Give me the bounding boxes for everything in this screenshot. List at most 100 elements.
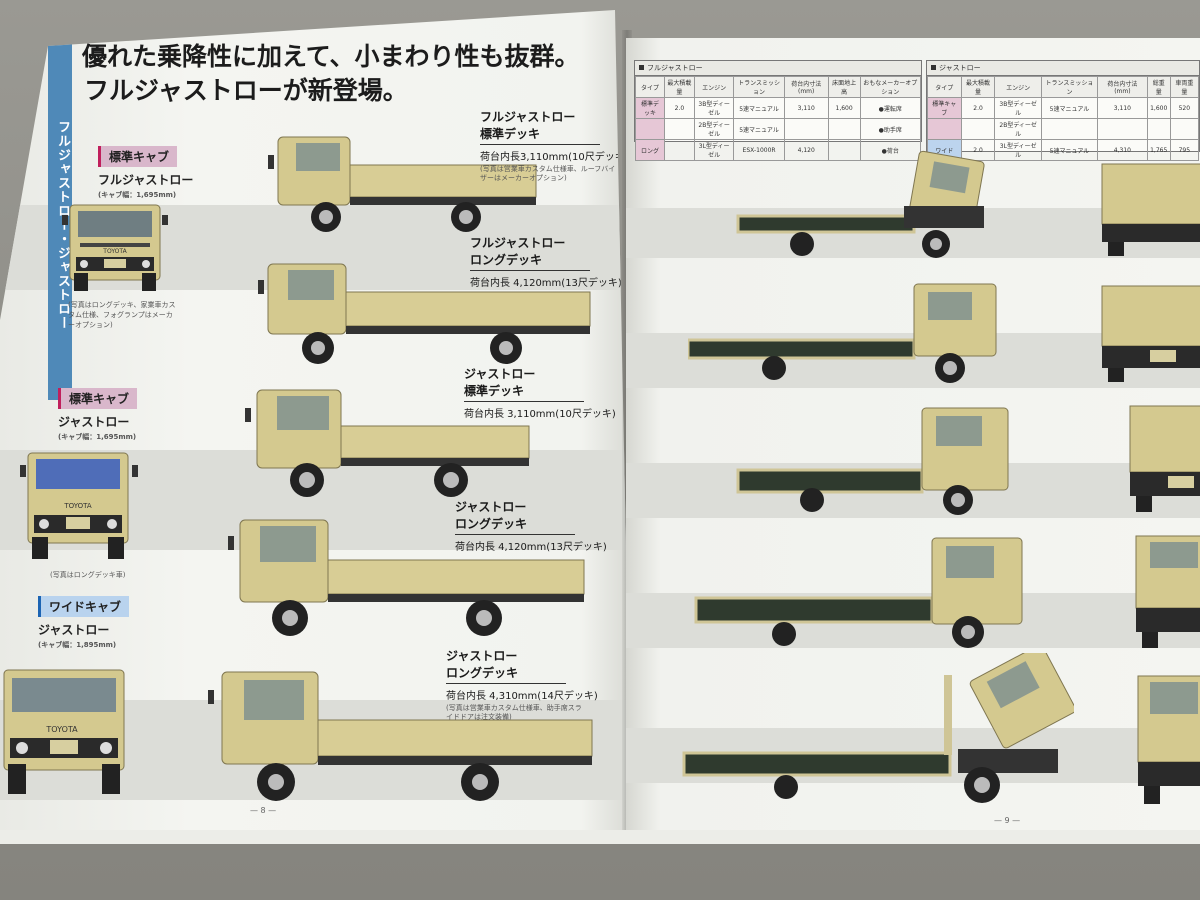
table-cell: 795 bbox=[1169, 139, 1200, 161]
model-series: フルジャストロー bbox=[480, 110, 576, 124]
rear-view-truck-5 bbox=[682, 653, 1074, 803]
headline-line-2: フルジャストローが新登場。 bbox=[84, 76, 408, 105]
table-cell bbox=[960, 118, 996, 140]
rear-view-truck-1 bbox=[736, 150, 985, 258]
cab-model-name: ジャストロー bbox=[38, 623, 110, 637]
table-row: 標準キャブ 2.0 3B型ディーゼル 5速マニュアル 3,110 1,600 5… bbox=[927, 97, 1200, 119]
side-view-truck-4 bbox=[228, 519, 585, 636]
table-cell: 3B型ディーゼル bbox=[994, 97, 1042, 119]
column-header: タイプ bbox=[635, 76, 665, 98]
cab-type-tag: ワイドキャブ bbox=[38, 596, 130, 617]
table-cell: ロング bbox=[635, 139, 665, 161]
table-cell: 3,110 bbox=[783, 97, 829, 119]
photo-note: (写真はロングデッキ車) bbox=[50, 571, 126, 579]
table-row: 標準デッキ 2.0 3B型ディーゼル 5速マニュアル 3,110 1,600 ●… bbox=[635, 97, 921, 119]
cab-group-label: ワイドキャブ ジャストロー (キャブ幅：1,895mm) bbox=[38, 596, 130, 650]
model-deck: ロングデッキ bbox=[470, 251, 590, 271]
spec-table-title: フルジャストロー bbox=[635, 61, 921, 76]
column-header: トランスミッション bbox=[1040, 76, 1099, 98]
table-cell: 520 bbox=[1169, 97, 1200, 119]
front-view-partial-4 bbox=[1135, 535, 1200, 648]
table-cell bbox=[827, 118, 861, 140]
table-cell: ●荷台 bbox=[859, 139, 921, 161]
table-cell: 標準デッキ bbox=[635, 97, 665, 119]
model-deck: ロングデッキ bbox=[446, 664, 566, 684]
table-cell bbox=[663, 139, 695, 161]
table-cell: 5速マニュアル bbox=[1040, 97, 1099, 119]
table-cell: 1,765 bbox=[1146, 139, 1171, 161]
column-header: 最大積載量 bbox=[663, 76, 695, 98]
cab-model-name: ジャストロー bbox=[58, 415, 130, 429]
table-row: ロング 3L型ディーゼル ESX-1000R 4,120 ●荷台 bbox=[635, 139, 921, 161]
table-cell: 3L型ディーゼル bbox=[693, 139, 735, 161]
table-cell bbox=[635, 118, 665, 140]
front-view-truck-2: TOYOTA bbox=[20, 452, 138, 559]
column-header: トランスミッション bbox=[733, 76, 785, 98]
column-header: 総重量 bbox=[1146, 76, 1171, 98]
table-cell: ESX-1000R bbox=[733, 139, 785, 161]
column-header: エンジン bbox=[693, 76, 735, 98]
table-row: 2B型ディーゼル 5速マニュアル ●助手席 bbox=[635, 118, 921, 140]
deck-length: 荷台内長 4,310mm(14尺デッキ) bbox=[446, 691, 598, 702]
cab-group-label: 標準キャブ フルジャストロー (キャブ幅：1,695mm) bbox=[98, 146, 193, 200]
photo-note: (写真は営業車カスタム仕様車、ルーフバイザーはメーカーオプション) bbox=[480, 165, 616, 182]
rear-view-truck-4 bbox=[694, 537, 1023, 648]
photo-note: (写真は営業車カスタム仕様車、助手席スライドドアは注文装備) bbox=[446, 704, 582, 721]
table-row: 2B型ディーゼル bbox=[927, 118, 1200, 140]
cab-group-label: 標準キャブ ジャストロー (キャブ幅：1,695mm) bbox=[58, 388, 138, 442]
rear-view-truck-3 bbox=[736, 407, 1009, 515]
front-view-partial-3 bbox=[1129, 405, 1200, 512]
model-series: ジャストロー bbox=[455, 500, 527, 514]
page-number: — 9 — bbox=[994, 816, 1021, 825]
svg-text:TOYOTA: TOYOTA bbox=[63, 502, 92, 510]
table-cell: 5速マニュアル bbox=[1040, 139, 1099, 161]
cab-model-name: フルジャストロー bbox=[98, 173, 194, 187]
table-cell: ●運転席 bbox=[859, 97, 921, 119]
table-cell: 3,110 bbox=[1097, 97, 1148, 119]
rear-view-truck-2 bbox=[688, 283, 997, 383]
model-caption: ジャストロー ロングデッキ 荷台内長 4,310mm(14尺デッキ) (写真は営… bbox=[446, 647, 598, 722]
side-view-truck-5 bbox=[208, 671, 593, 801]
table-cell bbox=[783, 118, 829, 140]
table-cell bbox=[1146, 118, 1171, 140]
front-view-partial-2 bbox=[1101, 285, 1200, 382]
table-cell: 2.0 bbox=[960, 97, 996, 119]
svg-text:TOYOTA: TOYOTA bbox=[45, 725, 78, 734]
column-header: おもなメーカーオプション bbox=[859, 76, 921, 98]
table-cell: 5速マニュアル bbox=[733, 97, 785, 119]
front-view-truck-3: TOYOTA bbox=[3, 669, 125, 794]
deck-length: 荷台内長 3,110mm(10尺デッキ) bbox=[464, 409, 616, 420]
right-page: フルジャストロー タイプ 最大積載量 エンジン トランスミッション 荷台内寸法(… bbox=[626, 38, 1200, 830]
table-cell: 5速マニュアル bbox=[733, 118, 785, 140]
spec-table: タイプ 最大積載量 エンジン トランスミッション 荷台内寸法(mm) 総重量 車… bbox=[927, 76, 1200, 161]
table-cell: 2.0 bbox=[663, 97, 695, 119]
cab-type-tag: 標準キャブ bbox=[58, 388, 138, 409]
model-deck: ロングデッキ bbox=[455, 515, 575, 535]
table-cell bbox=[1040, 118, 1099, 140]
table-cell: 1,600 bbox=[1146, 97, 1171, 119]
table-cell bbox=[1169, 118, 1200, 140]
column-header: タイプ bbox=[927, 76, 962, 98]
table-cell: ●助手席 bbox=[859, 118, 921, 140]
table-cell bbox=[1097, 118, 1148, 140]
cab-width-note: (キャブ幅：1,695mm) bbox=[98, 191, 177, 199]
table-cell: 1,600 bbox=[827, 97, 861, 119]
svg-text:TOYOTA: TOYOTA bbox=[102, 248, 127, 255]
side-view-truck-3 bbox=[245, 389, 530, 497]
spec-table-title: ジャストロー bbox=[927, 61, 1199, 76]
model-series: ジャストロー bbox=[464, 367, 536, 381]
model-series: ジャストロー bbox=[446, 649, 518, 663]
column-header: エンジン bbox=[994, 76, 1042, 98]
model-series: フルジャストロー bbox=[470, 236, 566, 250]
model-caption: ジャストロー ロングデッキ 荷台内長 4,120mm(13尺デッキ) bbox=[455, 498, 607, 553]
table-cell bbox=[663, 118, 695, 140]
side-view-truck-1 bbox=[268, 136, 537, 232]
cab-type-tag: 標準キャブ bbox=[98, 146, 178, 167]
side-view-truck-2 bbox=[258, 263, 591, 364]
table-cell: 2B型ディーゼル bbox=[693, 118, 735, 140]
deck-length: 荷台内長3,110mm(10尺デッキ) bbox=[480, 152, 629, 163]
table-cell: 3L型ディーゼル bbox=[994, 139, 1042, 161]
table-cell: 2B型ディーゼル bbox=[994, 118, 1042, 140]
column-header: 荷台内寸法(mm) bbox=[1097, 76, 1148, 98]
table-header-row: タイプ 最大積載量 エンジン トランスミッション 荷台内寸法(mm) 床面地上高… bbox=[635, 76, 921, 98]
